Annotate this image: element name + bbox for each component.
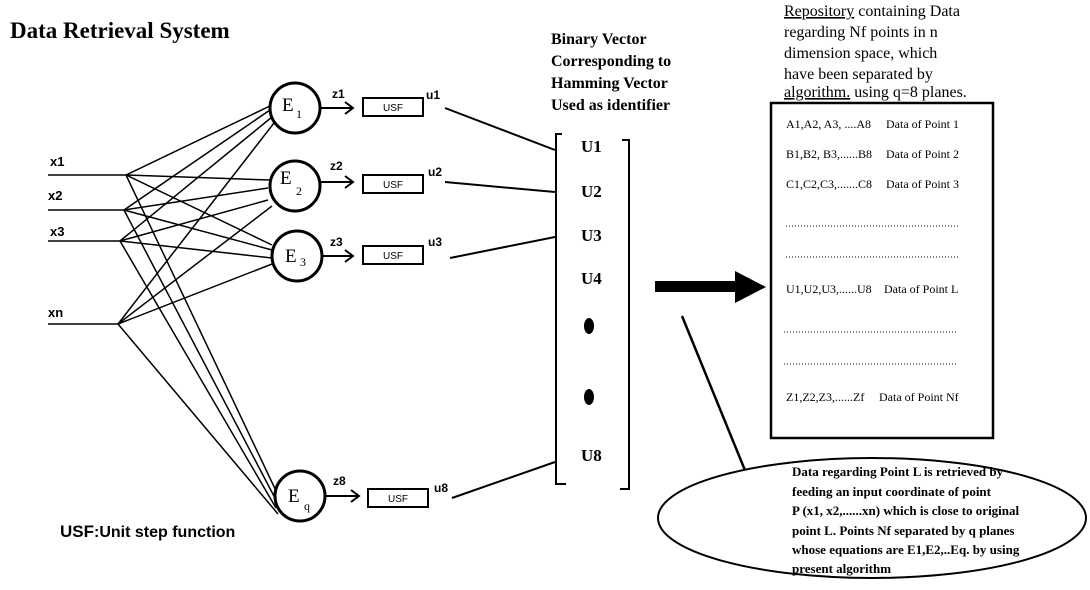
note-line-2: feeding an input coordinate of point [792,484,992,499]
repo-row-2-value: Data of Point 2 [886,147,959,161]
note-line-6: present algorithm [792,561,891,576]
input-neuron-connections [117,104,279,515]
usf-box-3 [362,245,424,265]
vector-heading-line1: Binary Vector [551,31,647,48]
repository-heading-line5-rest: using q=8 planes. [850,84,967,101]
repo-row-nf-value: Data of Point Nf [879,390,959,404]
neuron-eq-subscript: q [304,499,310,513]
input-label-x2: x2 [48,188,62,203]
neuron-eq [273,469,327,523]
repository-heading-line3: dimension space, which [784,45,937,62]
note-line-3: P (x1, x2,......xn) which is close to or… [792,503,1020,518]
input-label-xn: xn [48,305,63,320]
neuron-e1-subscript: 1 [296,107,302,121]
repository-heading-underlined-2: algorithm. [784,84,850,101]
neuron-eq-label: E [288,486,300,507]
repository-box [769,101,995,440]
usf-legend-prefix: USF [60,522,94,541]
usf-box-1-label: USF [383,103,403,114]
repo-row-nf-key: Z1,Z2,Z3,......Zf [786,390,864,404]
input-label-x1: x1 [50,154,64,169]
usf-box-2 [362,174,424,194]
neuron-e1 [268,81,322,135]
vector-item-u4: U4 [581,269,602,288]
vector-ellipsis-dot-1 [584,318,594,334]
neuron-usf-arrows [320,101,361,503]
z-label-3: z3 [330,235,343,249]
vector-ellipsis-dot-2 [584,389,594,405]
note-line-1: Data regarding Point L is retrieved by [792,464,1004,479]
usf-box-3-label: USF [383,251,403,262]
vector-item-u8: U8 [581,446,602,465]
repo-row-l-value: Data of Point L [884,282,958,296]
neuron-e3-subscript: 3 [300,255,306,269]
u-label-1: u1 [426,88,440,102]
svg-text:Repository containing Data: Repository containing Data [784,3,960,20]
neuron-e3-label: E [285,246,297,267]
vector-item-u2: U2 [581,182,602,201]
repo-row-1-key: A1,A2, A3, ....A8 [786,117,871,131]
vector-item-u1: U1 [581,137,602,156]
u-label-2: u2 [428,165,442,179]
vector-heading-line3: Hamming Vector [551,75,668,92]
vector-item-u3: U3 [581,226,602,245]
usf-box-8-label: USF [388,494,408,505]
u-label-8: u8 [434,481,448,495]
input-label-x3: x3 [50,224,64,239]
neuron-e3 [270,229,324,283]
note-ellipse [657,457,1087,579]
repository-heading-line1-rest: containing Data [854,3,960,20]
neuron-e2-label: E [280,168,292,189]
note-line-5: whose equations are E1,E2,..Eq. by using [792,542,1020,557]
u-label-3: u3 [428,235,442,249]
vector-heading-line2: Corresponding to [551,53,671,70]
retrieval-arrow [655,271,766,303]
vector-heading-line4: Used as identifier [551,97,670,114]
usf-legend: USF:Unit step function [60,522,235,541]
vector-brackets [555,133,630,490]
input-lines [48,174,126,325]
page-title: Data Retrieval System [10,18,230,43]
usf-box-8 [367,488,429,508]
repo-row-l-key: U1,U2,U3,......U8 [786,282,872,296]
repo-row-2-key: B1,B2, B3,......B8 [786,147,872,161]
repository-heading-line2: regarding Nf points in n [784,24,938,41]
note-line-4: point L. Points Nf separated by q planes [792,523,1014,538]
repository-heading: Repository containing Data regarding Nf … [784,3,967,101]
usf-box-1 [362,97,424,117]
z-label-8: z8 [333,474,346,488]
neuron-e2 [268,159,322,213]
neuron-e1-label: E [282,95,294,116]
repo-row-1-value: Data of Point 1 [886,117,959,131]
usf-box-2-label: USF [383,180,403,191]
usf-legend-text: :Unit step function [94,524,235,541]
repo-row-3-value: Data of Point 3 [886,177,959,191]
repository-heading-underlined: Repository [784,3,854,20]
svg-text:algorithm. using q=8 planes.: algorithm. using q=8 planes. [784,84,967,101]
usf-vector-lines [444,107,556,499]
neuron-e2-subscript: 2 [296,184,302,198]
repo-row-3-key: C1,C2,C3,.......C8 [786,177,872,191]
z-label-1: z1 [332,87,345,101]
z-label-2: z2 [330,159,343,173]
repository-heading-line4: have been separated by [784,66,933,83]
